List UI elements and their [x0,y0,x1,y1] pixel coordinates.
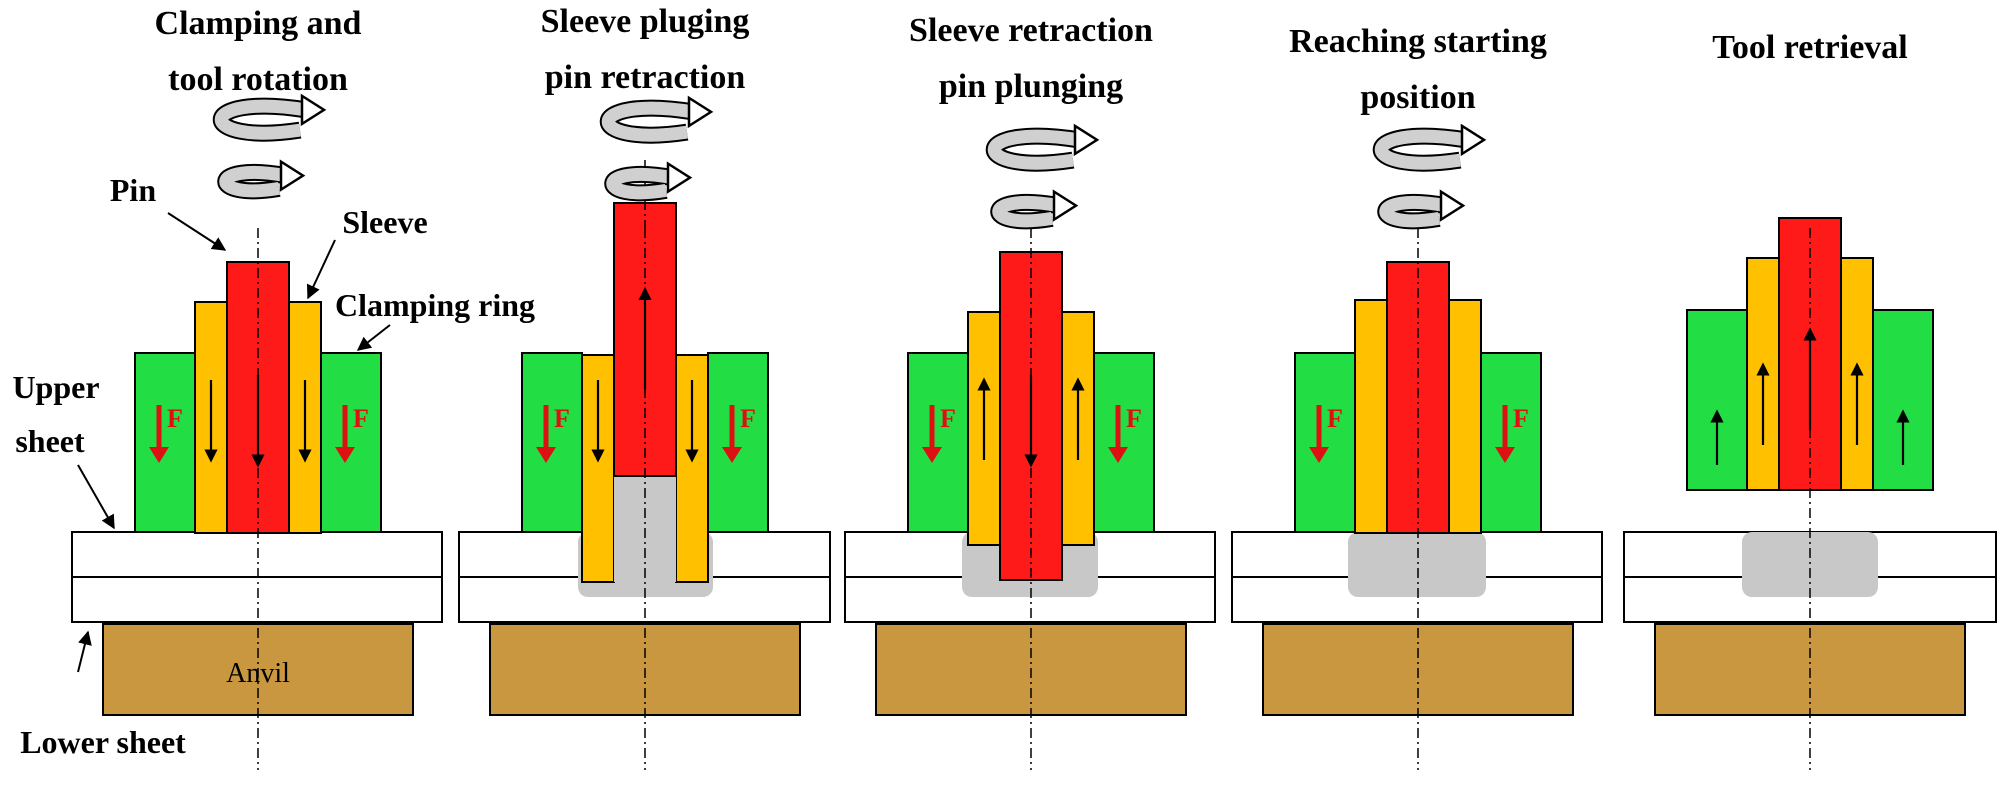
clamping-ring-leader [356,324,391,351]
stir-zone [1348,532,1486,597]
clamping-ring-left [521,352,583,533]
force-label: F [740,404,756,433]
rotation-arrowhead [666,161,693,194]
clamping-force-arrow: F [1108,404,1142,463]
force-label: F [167,404,183,433]
clamping-force-arrow: F [922,404,956,463]
rotation-arrow-large [599,95,714,144]
process-step-3: F F Sleeve retraction pin plunging [844,12,1216,770]
force-arrow-head [922,447,942,463]
lower-sheet-leader [77,630,92,673]
process-step-5: Tool retrieval [1623,29,1997,770]
clamping-force-arrow: F [722,404,756,463]
step-title-line: Clamping and [155,5,362,42]
step-title-line: tool rotation [168,61,348,98]
clamping-ring-right [320,352,382,533]
rotation-arrows [985,123,1100,230]
lower-sheet-label: Lower sheet [20,724,186,760]
force-arrow-head [1108,447,1128,463]
rotation-arrows [599,95,714,202]
force-arrow-head [335,447,355,463]
rotation-arrowhead [1439,189,1466,222]
rotation-arrow-small [990,189,1079,230]
step-title-line: position [1360,79,1475,116]
rotation-arrows [212,93,327,200]
force-arrow-head [149,447,169,463]
clamping-ring-left [907,352,969,533]
process-step-2: F F Sleeve pluging pin retraction [458,3,831,770]
pin-label: Pin [110,172,156,208]
clamping-ring-right [1480,352,1542,533]
rotation-arrowhead [279,159,306,192]
sleeve-right [1448,299,1482,534]
force-label: F [1513,404,1529,433]
force-label: F [940,404,956,433]
force-label: F [1126,404,1142,433]
clamping-force-arrow: F [335,404,369,463]
pin-leader [167,212,227,251]
upper-sheet-label: Upper [12,369,99,405]
rotation-arrow-large [212,93,327,142]
step-title: Sleeve pluging pin retraction [541,3,750,96]
step-title: Clamping and tool rotation [155,5,362,98]
clamping-force-arrow: F [536,404,570,463]
step-title-line: Sleeve retraction [909,12,1153,49]
clamping-force-arrow: F [149,404,183,463]
rotation-arrow-large [985,123,1100,172]
clamping-ring-right [1093,352,1155,533]
clamping-force-arrow: F [1309,404,1343,463]
force-label: F [1327,404,1343,433]
clamping-ring-left [134,352,196,533]
force-label: F [353,404,369,433]
step-title-line: pin retraction [545,59,746,96]
clamping-ring-left [1294,352,1356,533]
process-step-4: F F Reaching starting position [1231,23,1603,770]
rotation-arrow-small [604,161,693,202]
sleeve-right [1061,311,1095,546]
upper-sheet-label: sheet [15,423,85,459]
rotation-arrowhead [300,93,327,127]
lower-sheet [71,576,443,623]
rotation-arrows [1372,123,1487,230]
rotation-arrow-small [1377,189,1466,230]
force-label: F [554,404,570,433]
step-title: Tool retrieval [1712,29,1907,66]
step-title: Reaching starting position [1289,23,1547,116]
upper-sheet-leader [77,464,115,530]
clamping-force-arrow: F [1495,404,1529,463]
rotation-arrow-small [217,159,306,200]
upper-sheet [71,531,443,578]
stir-zone [1742,532,1878,597]
rotation-arrowhead [1460,123,1487,157]
step-title-line: Tool retrieval [1712,29,1907,66]
rotation-arrow-large [1372,123,1487,172]
clamping-ring-right [707,352,769,533]
step-title-line: Reaching starting [1289,23,1547,60]
sleeve-label: Sleeve [342,204,427,240]
rotation-arrowhead [1052,189,1079,222]
force-arrow-head [722,447,742,463]
rotation-arrowhead [1073,123,1100,157]
force-arrow-head [536,447,556,463]
rotation-arrowhead [687,95,714,129]
sleeve-left [1354,299,1388,534]
step-title: Sleeve retraction pin plunging [909,12,1153,105]
clamping-ring-label: Clamping ring [335,287,535,323]
force-arrow-head [1495,447,1515,463]
force-arrow-head [1309,447,1329,463]
step-title-line: pin plunging [939,68,1123,105]
step-title-line: Sleeve pluging [541,3,750,40]
sleeve-leader [306,239,336,300]
